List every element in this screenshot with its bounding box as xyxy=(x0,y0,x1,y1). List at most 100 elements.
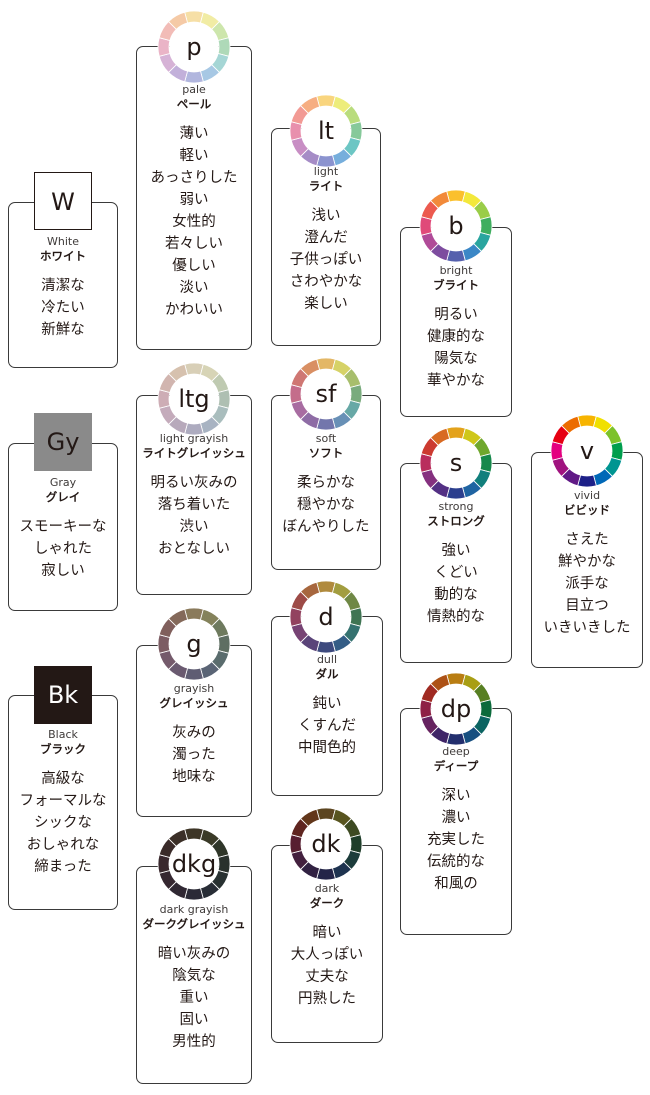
keyword: かわいい xyxy=(165,302,223,318)
keyword: 子供っぽい xyxy=(289,252,363,268)
tone-keywords: 浅い 澄んだ 子供っぽい さわやかな 楽しい xyxy=(272,205,380,315)
keyword: 円熟した xyxy=(298,991,356,1007)
tone-keywords: 清潔な 冷たい 新鮮な xyxy=(9,275,117,341)
keyword: 固い xyxy=(179,1012,209,1028)
color-ring xyxy=(157,10,231,84)
color-ring xyxy=(419,672,493,746)
ring-center xyxy=(301,369,351,419)
keyword: 動的な xyxy=(434,587,478,603)
tone-swatch-black: Bk xyxy=(34,666,92,724)
keyword: 男性的 xyxy=(172,1034,216,1050)
tone-code: W xyxy=(51,188,75,216)
tone-ring-dark-grayish: dkg xyxy=(157,827,231,901)
keyword: 大人っぽい xyxy=(290,947,364,963)
keyword: 新鮮な xyxy=(41,322,85,338)
ring-segment xyxy=(299,95,321,114)
tone-keywords: 強い くどい 動的な 情熱的な xyxy=(401,540,511,628)
keyword: 鮮やかな xyxy=(558,554,616,570)
ring-center xyxy=(301,592,351,642)
keyword: 落ち着いた xyxy=(157,497,231,513)
keyword: さわやかな xyxy=(289,274,363,290)
keyword: シックな xyxy=(34,815,92,831)
tone-code: dp xyxy=(440,695,472,723)
tone-name-en: soft xyxy=(315,432,337,445)
tone-name-ja: ダル xyxy=(315,667,339,681)
keyword: 伝統的な xyxy=(427,854,485,870)
tone-name-ja: ブライト xyxy=(433,278,479,292)
tone-name-en: Black xyxy=(48,728,78,741)
tone-code: lt xyxy=(317,117,335,145)
tone-name-en: pale xyxy=(182,83,206,96)
ring-center xyxy=(431,201,481,251)
tone-name-en: deep xyxy=(442,745,470,758)
color-ring xyxy=(289,580,363,654)
keyword: 楽しい xyxy=(304,296,348,312)
keyword: 重い xyxy=(179,990,209,1006)
tone-name-ja: ビビッド xyxy=(564,503,610,517)
keyword: 穏やかな xyxy=(297,497,355,513)
keyword: 和風の xyxy=(434,876,478,892)
ring-center xyxy=(431,438,481,488)
keyword: 情熱的な xyxy=(427,609,485,625)
ring-center xyxy=(562,426,612,476)
ring-segment xyxy=(429,673,451,692)
keyword: しゃれた xyxy=(34,541,92,557)
ring-segment xyxy=(429,190,451,209)
tone-code: sf xyxy=(315,380,337,408)
keyword: 軽い xyxy=(179,148,209,164)
keyword: 渋い xyxy=(179,519,209,535)
tone-ring-deep: dp xyxy=(419,672,493,746)
keyword: 柔らかな xyxy=(297,475,355,491)
keyword: 明るい xyxy=(434,307,478,323)
tone-name-ja: ストロング xyxy=(427,514,485,528)
tone-code: d xyxy=(318,603,334,631)
color-ring xyxy=(419,189,493,263)
ring-segment xyxy=(299,808,321,827)
ring-center xyxy=(169,374,219,424)
tone-name-ja: ダークグレイッシュ xyxy=(142,917,246,931)
tone-ring-dull: d xyxy=(289,580,363,654)
tone-keywords: 明るい 健康的な 陽気な 華やかな xyxy=(401,304,511,392)
tone-name-ja: グレイッシュ xyxy=(159,696,229,710)
keyword: ぼんやりした xyxy=(282,519,370,535)
tone-code: Gy xyxy=(46,428,80,456)
tone-name-ja: ディープ xyxy=(433,759,479,773)
keyword: 弱い xyxy=(179,192,209,208)
color-ring xyxy=(289,94,363,168)
keyword: 中間色的 xyxy=(298,740,356,756)
ring-segment xyxy=(429,427,451,446)
ring-segment xyxy=(299,581,321,600)
keyword: 高級な xyxy=(41,771,85,787)
tone-card-strong: strong ストロング 強い くどい 動的な 情熱的な xyxy=(400,463,512,663)
tone-name-en: dull xyxy=(316,653,338,666)
keyword: 浅い xyxy=(311,208,341,224)
tone-card-deep: deep ディープ 深い 濃い 充実した 伝統的な 和風の xyxy=(400,708,512,935)
tone-name-en: vivid xyxy=(573,489,601,502)
ring-center xyxy=(301,819,351,869)
tone-keywords: 灰みの 濁った 地味な xyxy=(137,722,251,788)
ring-center xyxy=(169,839,219,889)
tone-ring-grayish: g xyxy=(157,607,231,681)
tone-name-ja: ソフト xyxy=(308,446,344,460)
tone-name-ja: ライト xyxy=(308,179,344,193)
tone-name-ja: ペール xyxy=(176,97,212,111)
tone-name-en: light grayish xyxy=(159,432,229,445)
tone-ring-soft: sf xyxy=(289,357,363,431)
ring-center xyxy=(431,684,481,734)
tone-keywords: 深い 濃い 充実した 伝統的な 和風の xyxy=(401,785,511,895)
tone-ring-dark: dk xyxy=(289,807,363,881)
ring-center xyxy=(169,619,219,669)
tone-name-ja: ホワイト xyxy=(40,249,86,263)
ring-segment xyxy=(167,363,189,382)
keyword: 寂しい xyxy=(41,563,85,579)
keyword: 締まった xyxy=(34,859,92,875)
keyword: 目立つ xyxy=(565,598,609,614)
keyword: 若々しい xyxy=(165,236,223,252)
keyword: さえた xyxy=(565,532,609,548)
keyword: くどい xyxy=(434,565,478,581)
keyword: 澄んだ xyxy=(304,230,348,246)
color-ring xyxy=(157,607,231,681)
tone-name-en: light xyxy=(313,165,339,178)
color-ring xyxy=(157,362,231,436)
ring-segment xyxy=(167,828,189,847)
